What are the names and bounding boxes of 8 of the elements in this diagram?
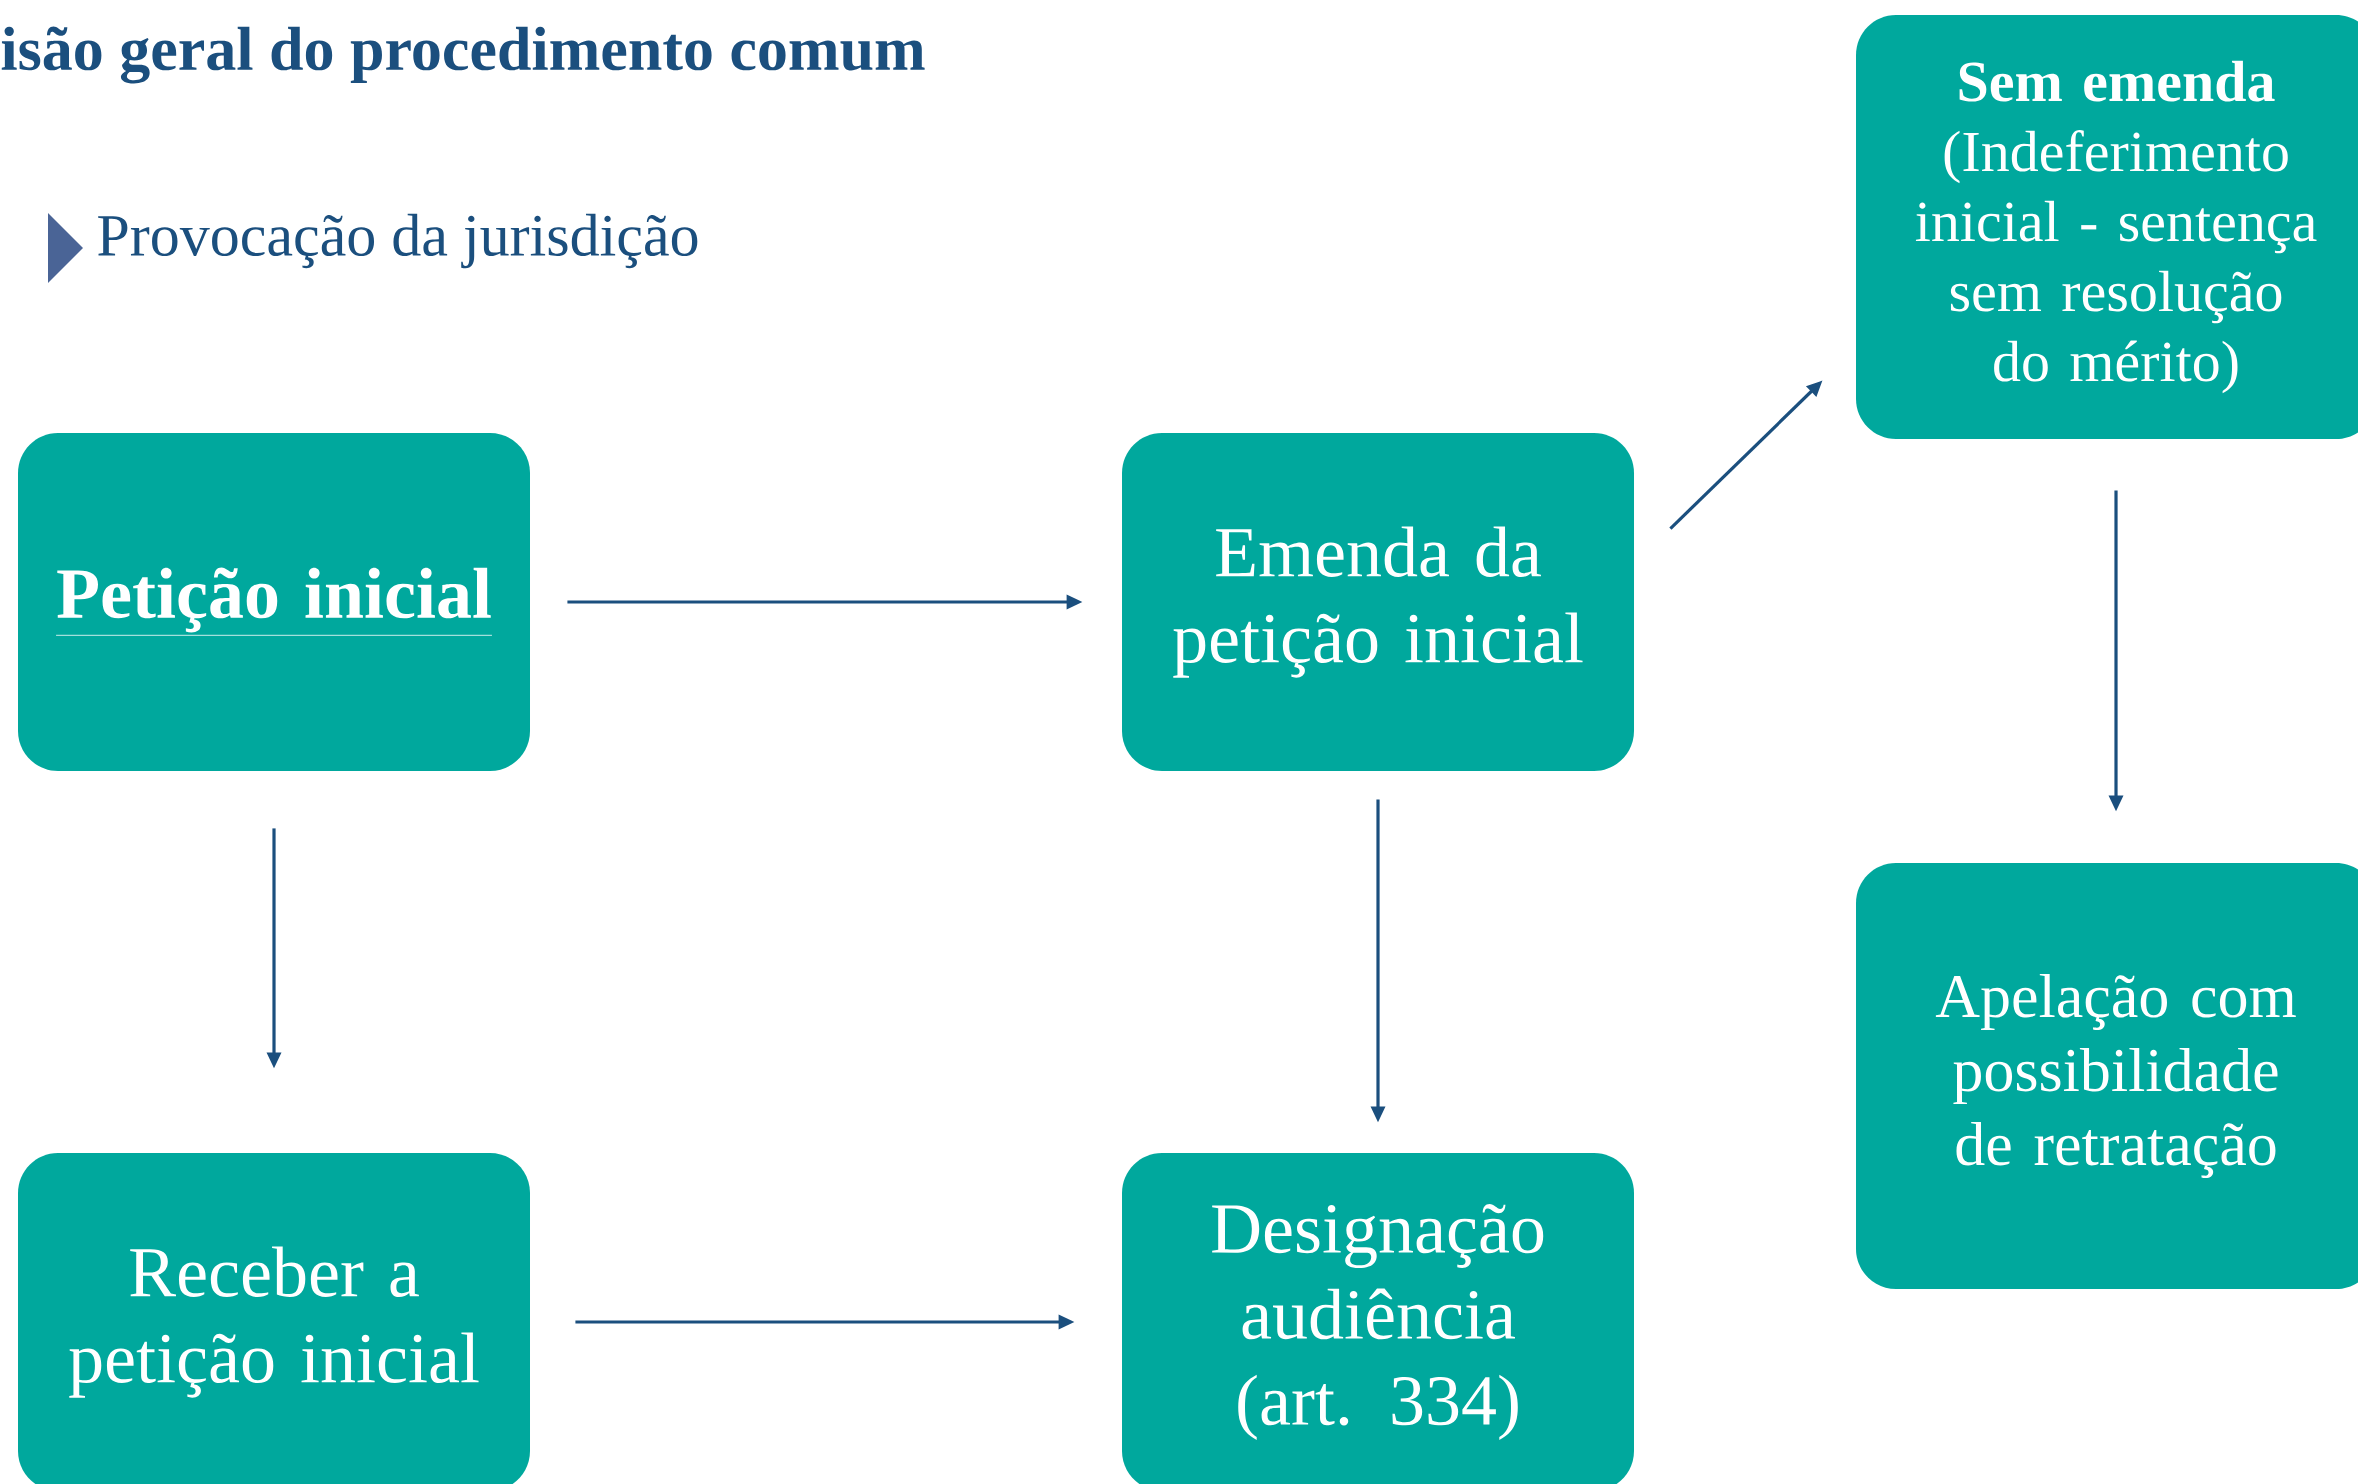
process-box: Sem emenda (Indeferimento inicial - sentença sem resolução do mérito) xyxy=(1856,15,2358,439)
title: isão geral do procedimento comum xyxy=(1,26,925,84)
process-box: Petição inicial xyxy=(18,433,530,771)
process-box: Emenda da petição inicial xyxy=(1122,433,1634,771)
process-box: Designação audiência (art. 334) xyxy=(1122,1153,1634,1484)
process-box: Receber a petição inicial xyxy=(18,1153,530,1484)
process-box: Apelação com possibilidade de retratação xyxy=(1856,863,2358,1289)
subtitle: Provocação da jurisdição xyxy=(98,213,698,269)
